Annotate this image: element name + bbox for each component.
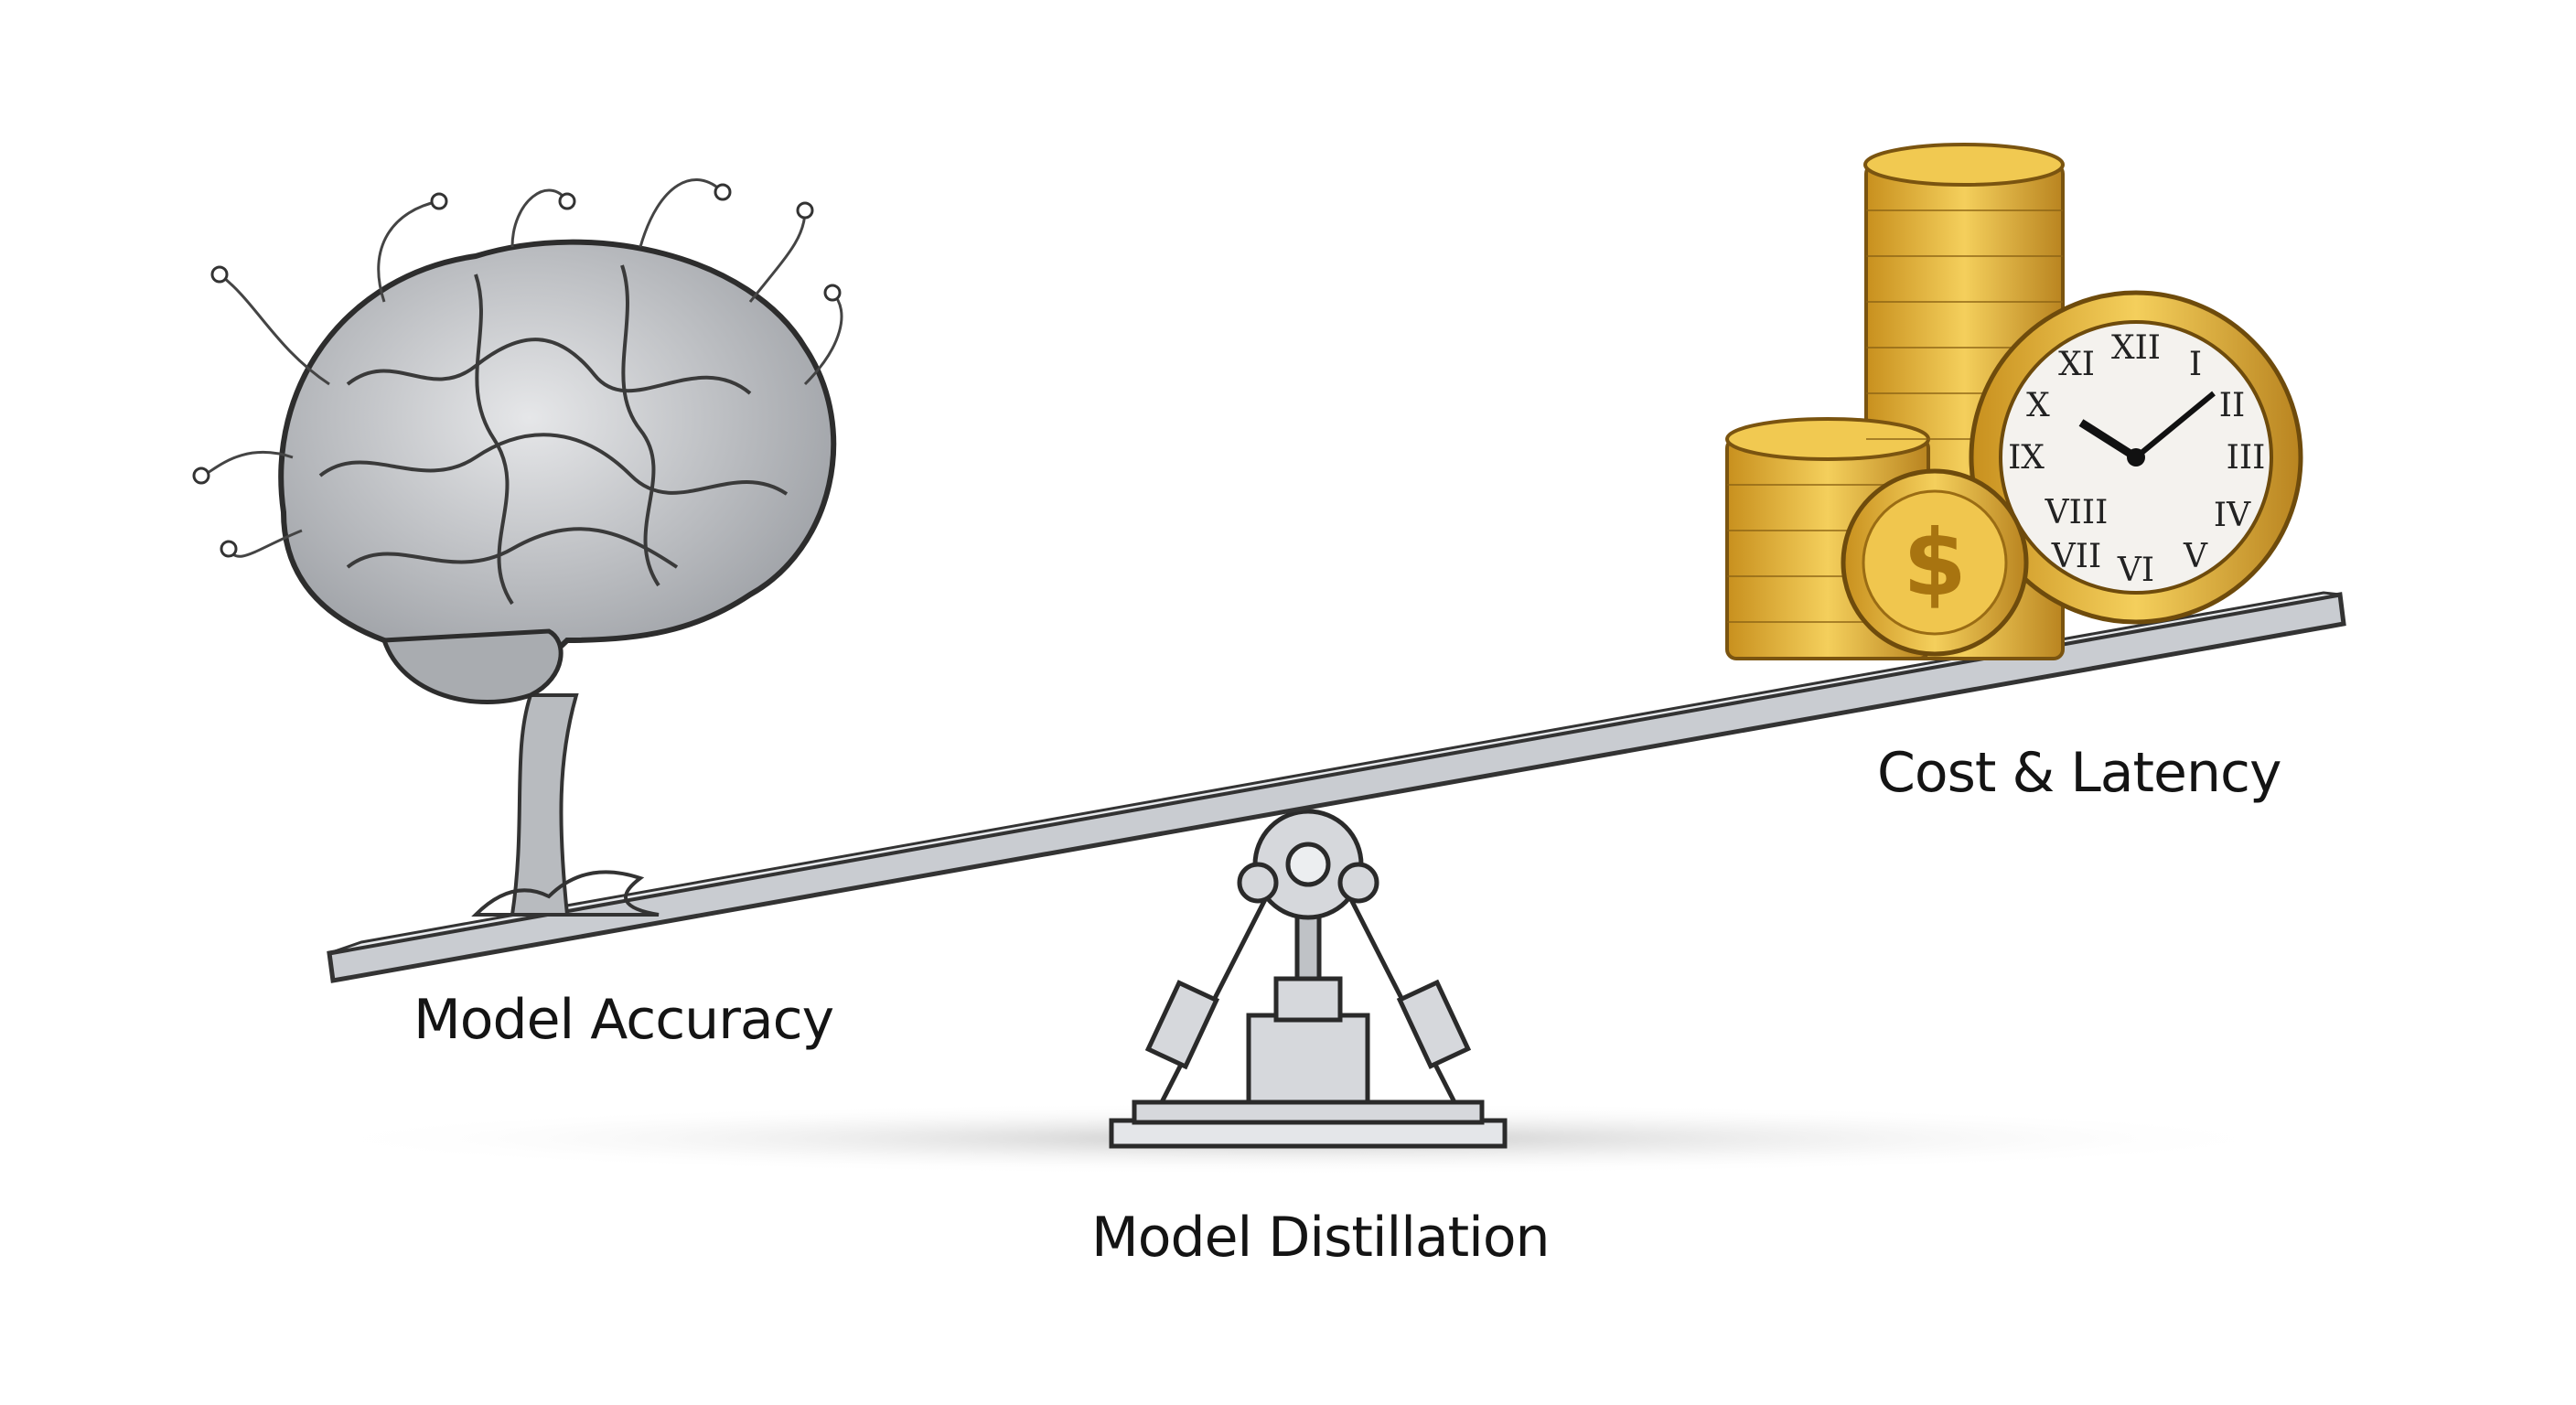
svg-text:III: III (2227, 439, 2266, 477)
brain-icon (192, 178, 843, 917)
svg-text:XI: XI (2058, 346, 2095, 383)
label-model-accuracy: Model Accuracy (413, 988, 834, 1052)
svg-text:X: X (2026, 387, 2050, 424)
svg-text:VI: VI (2117, 552, 2154, 589)
label-cost-latency: Cost & Latency (1877, 741, 2281, 805)
svg-text:IX: IX (2008, 439, 2045, 477)
fulcrum-mechanism (1109, 809, 1508, 1149)
svg-text:VIII: VIII (2045, 494, 2109, 531)
label-model-distillation: Model Distillation (1091, 1206, 1551, 1270)
svg-text:IV: IV (2214, 497, 2251, 534)
svg-text:II: II (2219, 387, 2245, 424)
seesaw-beam-top (328, 591, 2341, 955)
svg-text:XII: XII (2111, 329, 2161, 367)
dollar-symbol: $ (1903, 509, 1967, 617)
svg-text:I: I (2189, 346, 2202, 383)
dollar-coin-icon: $ (1841, 468, 2029, 657)
svg-text:VII: VII (2051, 538, 2101, 575)
svg-text:V: V (2183, 538, 2208, 575)
